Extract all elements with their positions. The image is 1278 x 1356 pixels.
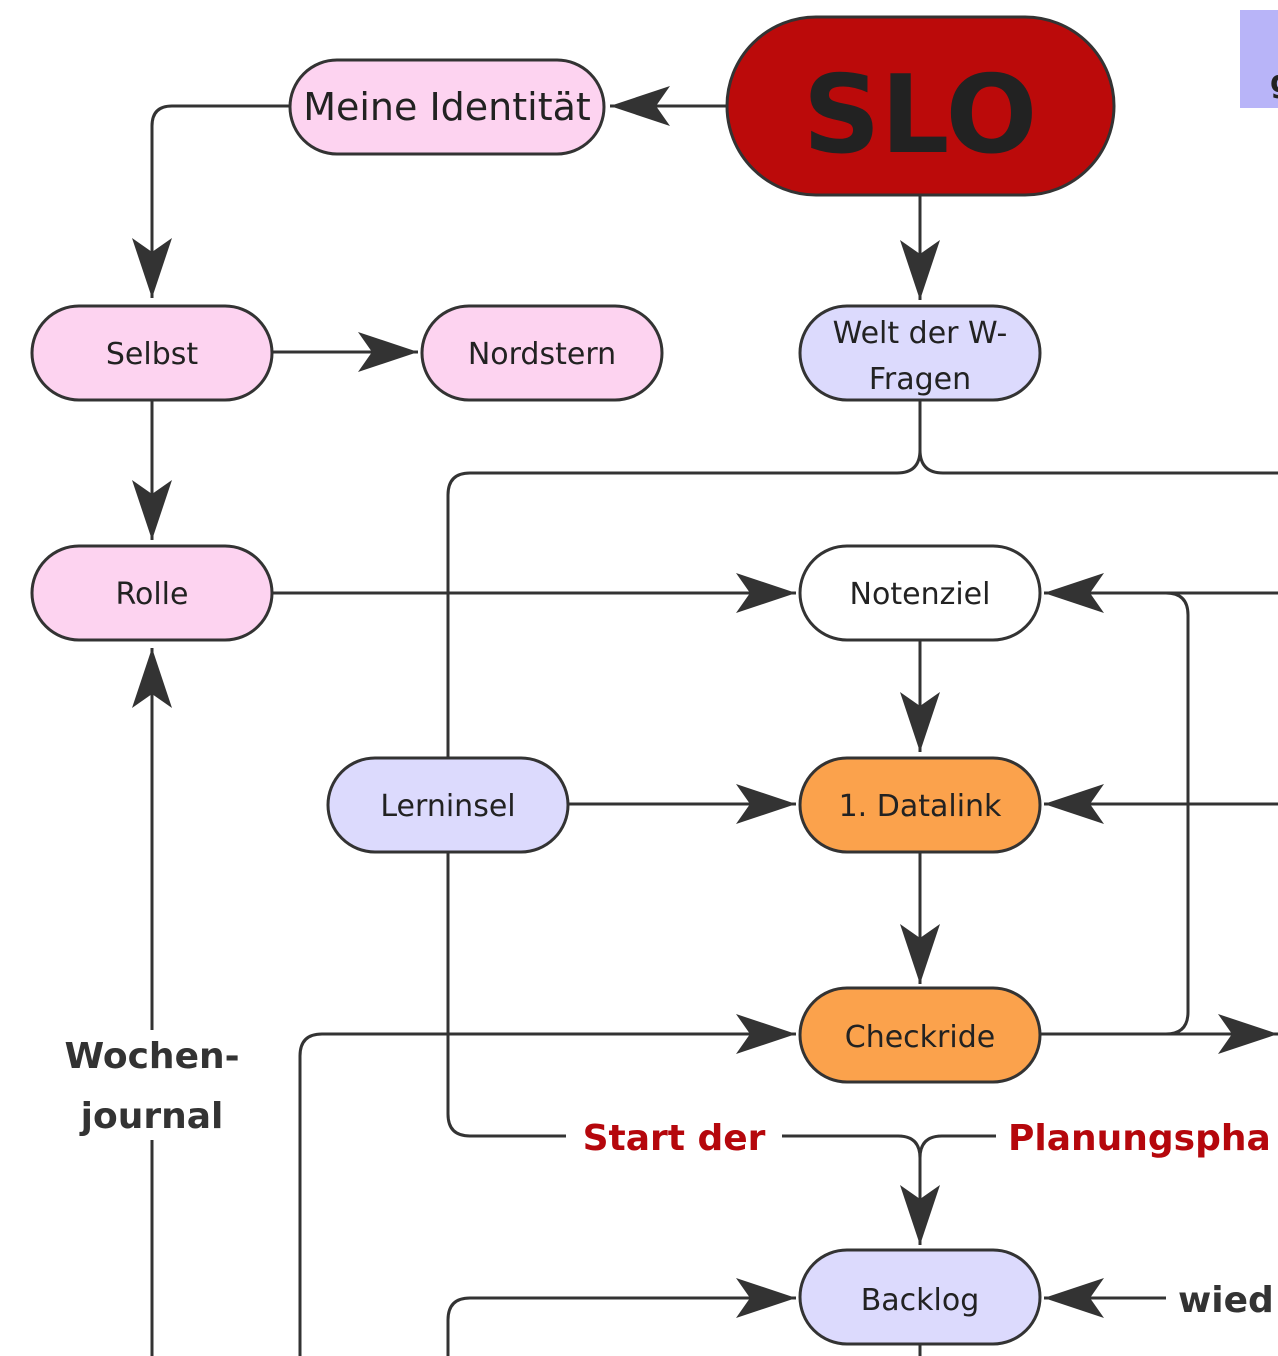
node-rolle-label: Rolle	[116, 577, 189, 612]
node-nordstern-shape	[420, 304, 664, 402]
corner-legend-box: g	[1240, 10, 1278, 108]
node-lerninsel-shape	[326, 756, 570, 854]
edge-bottom-to-checkride	[298, 1014, 796, 1356]
edge-planung-to-backlog	[918, 1134, 996, 1159]
node-notenziel-shape	[798, 544, 1042, 642]
node-rolle-shape	[30, 544, 274, 642]
node-datalink-shape	[798, 756, 1042, 854]
edge-welt-to-lerninsel	[446, 400, 922, 758]
node-backlog[interactable]: Backlog	[798, 1248, 1042, 1346]
edge-checkride-to-notenziel	[1040, 591, 1190, 1036]
node-nordstern[interactable]: Nordstern	[420, 304, 664, 402]
label-wied: wied	[1178, 1280, 1274, 1321]
node-datalink[interactable]: 1. Datalink	[798, 756, 1042, 854]
label-planungsphase: Planungspha	[1008, 1118, 1271, 1159]
label-start-der: Start der	[583, 1118, 766, 1159]
node-backlog-shape	[798, 1248, 1042, 1346]
node-notenziel[interactable]: Notenziel	[798, 544, 1042, 642]
node-nordstern-label: Nordstern	[468, 337, 616, 372]
node-selbst-shape	[30, 304, 274, 402]
node-checkride[interactable]: Checkride	[798, 986, 1042, 1084]
node-slo[interactable]: SLO	[725, 15, 1116, 197]
node-identitaet-label: Meine Identität	[303, 85, 591, 129]
node-selbst[interactable]: Selbst	[30, 304, 274, 402]
node-welt-label-line1: Welt der W-	[833, 316, 1008, 351]
node-welt-shape	[798, 304, 1042, 402]
node-slo-shape	[725, 15, 1116, 197]
edge-bottom-to-backlog	[446, 1278, 796, 1356]
node-lerninsel[interactable]: Lerninsel	[326, 756, 570, 854]
node-slo-label: SLO	[803, 53, 1038, 178]
edge-identitaet-to-selbst	[132, 104, 290, 298]
edge-labels: Wochen- journal Start der Planungspha wi…	[64, 1036, 1273, 1321]
corner-box-text: g	[1270, 65, 1278, 100]
edge-start-to-backlog	[782, 1134, 940, 1245]
node-welt-label-line2: Fragen	[869, 362, 971, 397]
nodes: SLO Meine Identität Selbst Nordstern Wel…	[30, 15, 1116, 1346]
node-identitaet-shape	[288, 58, 606, 156]
edge-lerninsel-to-start	[446, 852, 566, 1138]
node-welt-der-w-fragen[interactable]: Welt der W- Fragen	[798, 304, 1042, 402]
node-checkride-shape	[798, 986, 1042, 1084]
edge-welt-to-right	[918, 449, 1278, 475]
corner-box-shape	[1240, 10, 1278, 108]
node-rolle[interactable]: Rolle	[30, 544, 274, 642]
node-meine-identitaet[interactable]: Meine Identität	[288, 58, 606, 156]
label-wochenjournal-line2: journal	[79, 1096, 224, 1137]
node-notenziel-label: Notenziel	[850, 577, 991, 612]
edges	[132, 86, 1278, 1356]
node-backlog-label: Backlog	[861, 1283, 980, 1318]
node-checkride-label: Checkride	[845, 1020, 995, 1055]
node-selbst-label: Selbst	[106, 337, 199, 372]
label-wochenjournal-line1: Wochen-	[64, 1036, 239, 1077]
node-lerninsel-label: Lerninsel	[380, 789, 515, 824]
node-datalink-label: 1. Datalink	[839, 789, 1002, 824]
